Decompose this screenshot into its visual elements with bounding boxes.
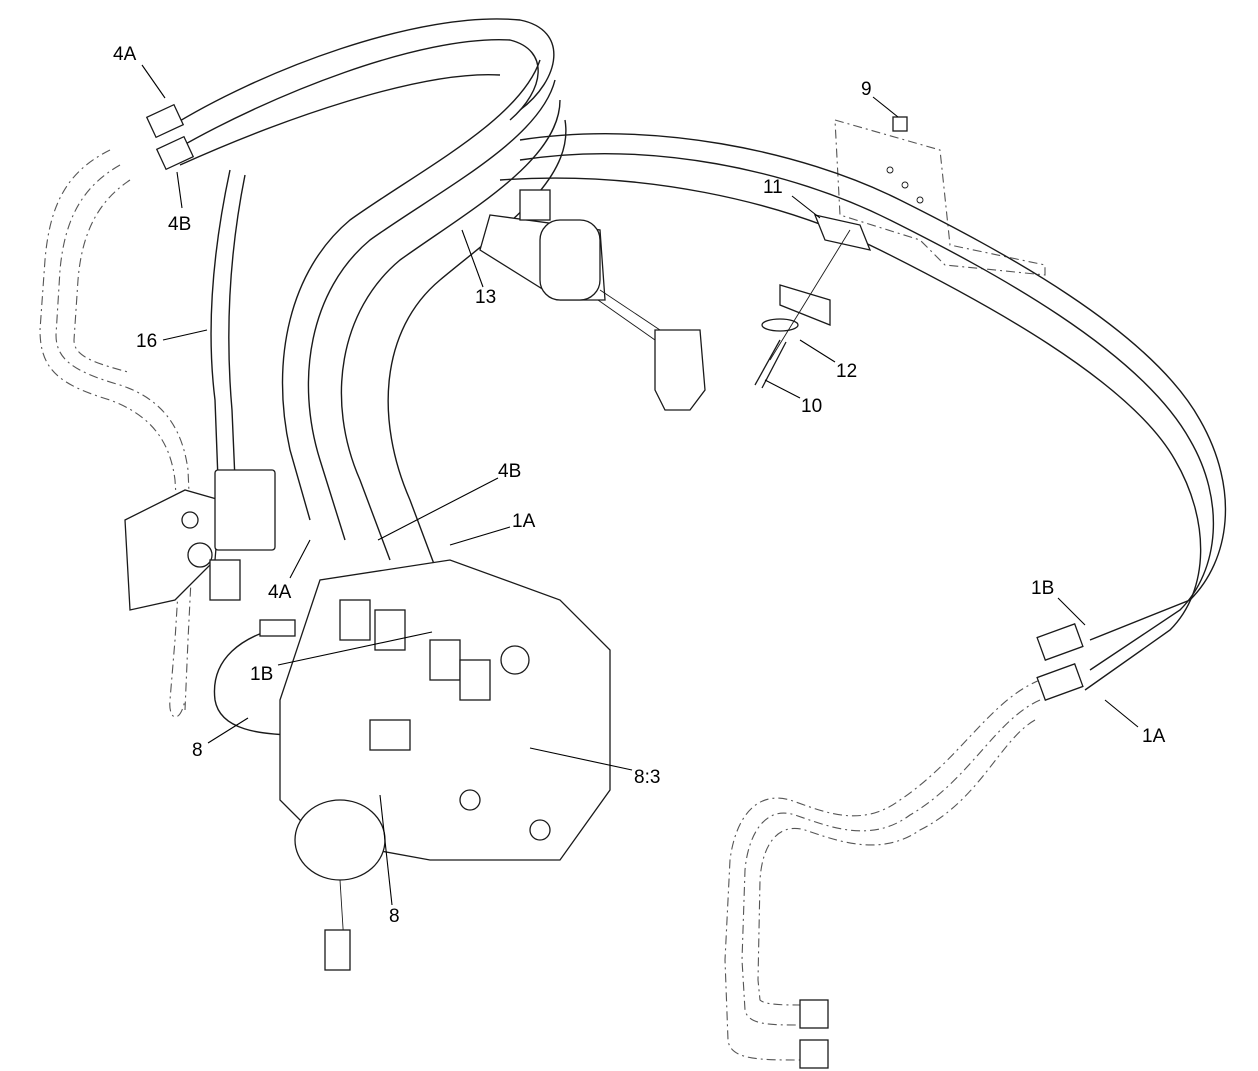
part-11-clamp [813, 214, 872, 251]
left-valve-block [124, 469, 276, 611]
label-13: 13 [475, 287, 496, 308]
label-4B-mid: 4B [498, 461, 521, 482]
left-phantom-tubes [39, 149, 193, 718]
label-8-bottom: 8 [389, 906, 400, 927]
label-11: 11 [763, 177, 783, 198]
label-1B-right: 1B [1031, 578, 1054, 599]
label-1A-mid: 1A [512, 511, 536, 532]
label-4A-top: 4A [113, 44, 137, 65]
label-8-3: 8:3 [634, 767, 660, 788]
label-16: 16 [136, 331, 157, 352]
hydraulic-cylinder [479, 189, 706, 411]
label-1A-right: 1A [1142, 726, 1166, 747]
mounting-bracket [834, 119, 1046, 276]
pump-assembly [279, 559, 611, 971]
part-9-nut [892, 116, 908, 132]
small-hardware [754, 116, 908, 389]
label-1B-mid: 1B [250, 664, 273, 685]
label-10: 10 [801, 396, 822, 417]
part-12-clamp [779, 284, 831, 326]
label-9: 9 [861, 79, 872, 100]
right-phantom-tubes [724, 679, 1041, 1061]
label-12: 12 [836, 361, 857, 382]
leader-lines [141, 64, 1139, 906]
callout-labels: 4A 4B 9 11 13 16 12 10 4B 1A 4A 1B 1B 1A… [113, 44, 1166, 927]
label-8-left: 8 [192, 740, 203, 761]
label-4A-mid: 4A [268, 582, 292, 603]
part-10-bolt [754, 339, 781, 386]
label-4B-top: 4B [168, 214, 191, 235]
